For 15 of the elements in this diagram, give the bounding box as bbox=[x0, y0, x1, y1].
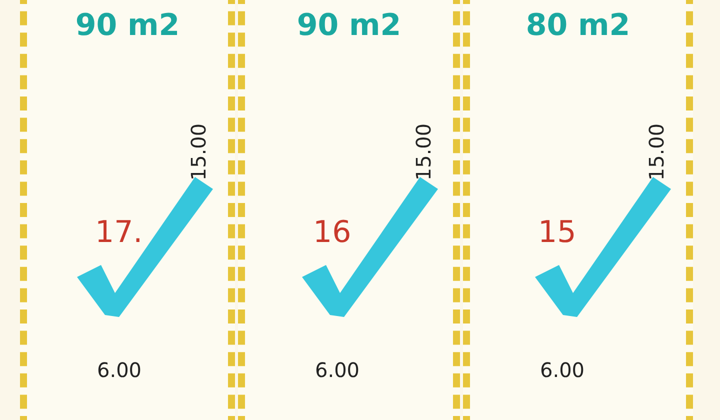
plot-number: 15 bbox=[538, 215, 576, 250]
area-label: 90 m2 bbox=[296, 8, 402, 43]
plot-number: 16 bbox=[313, 215, 352, 250]
dimension-label: 15.00 bbox=[644, 123, 669, 181]
land-plot bbox=[20, 0, 235, 420]
dimension-label: 6.00 bbox=[315, 358, 360, 382]
area-label: 90 m2 bbox=[75, 8, 180, 43]
area-label: 80 m2 bbox=[526, 8, 630, 43]
dimension-label: 6.00 bbox=[540, 358, 585, 382]
dimension-label: 6.00 bbox=[97, 358, 142, 382]
land-plot bbox=[463, 0, 693, 420]
dimension-label: 15.00 bbox=[186, 123, 211, 181]
land-plot bbox=[238, 0, 460, 420]
plot-number: 17. bbox=[95, 215, 143, 250]
dimension-label: 15.00 bbox=[412, 123, 436, 181]
